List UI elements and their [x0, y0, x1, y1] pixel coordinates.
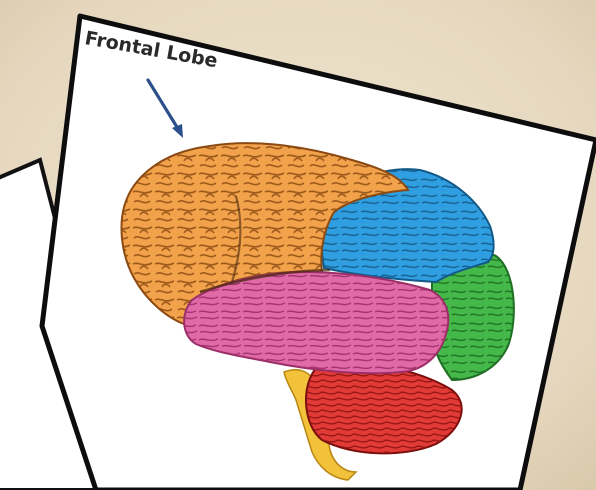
brain-diagram-scene: Frontal Lobe — [0, 0, 596, 490]
